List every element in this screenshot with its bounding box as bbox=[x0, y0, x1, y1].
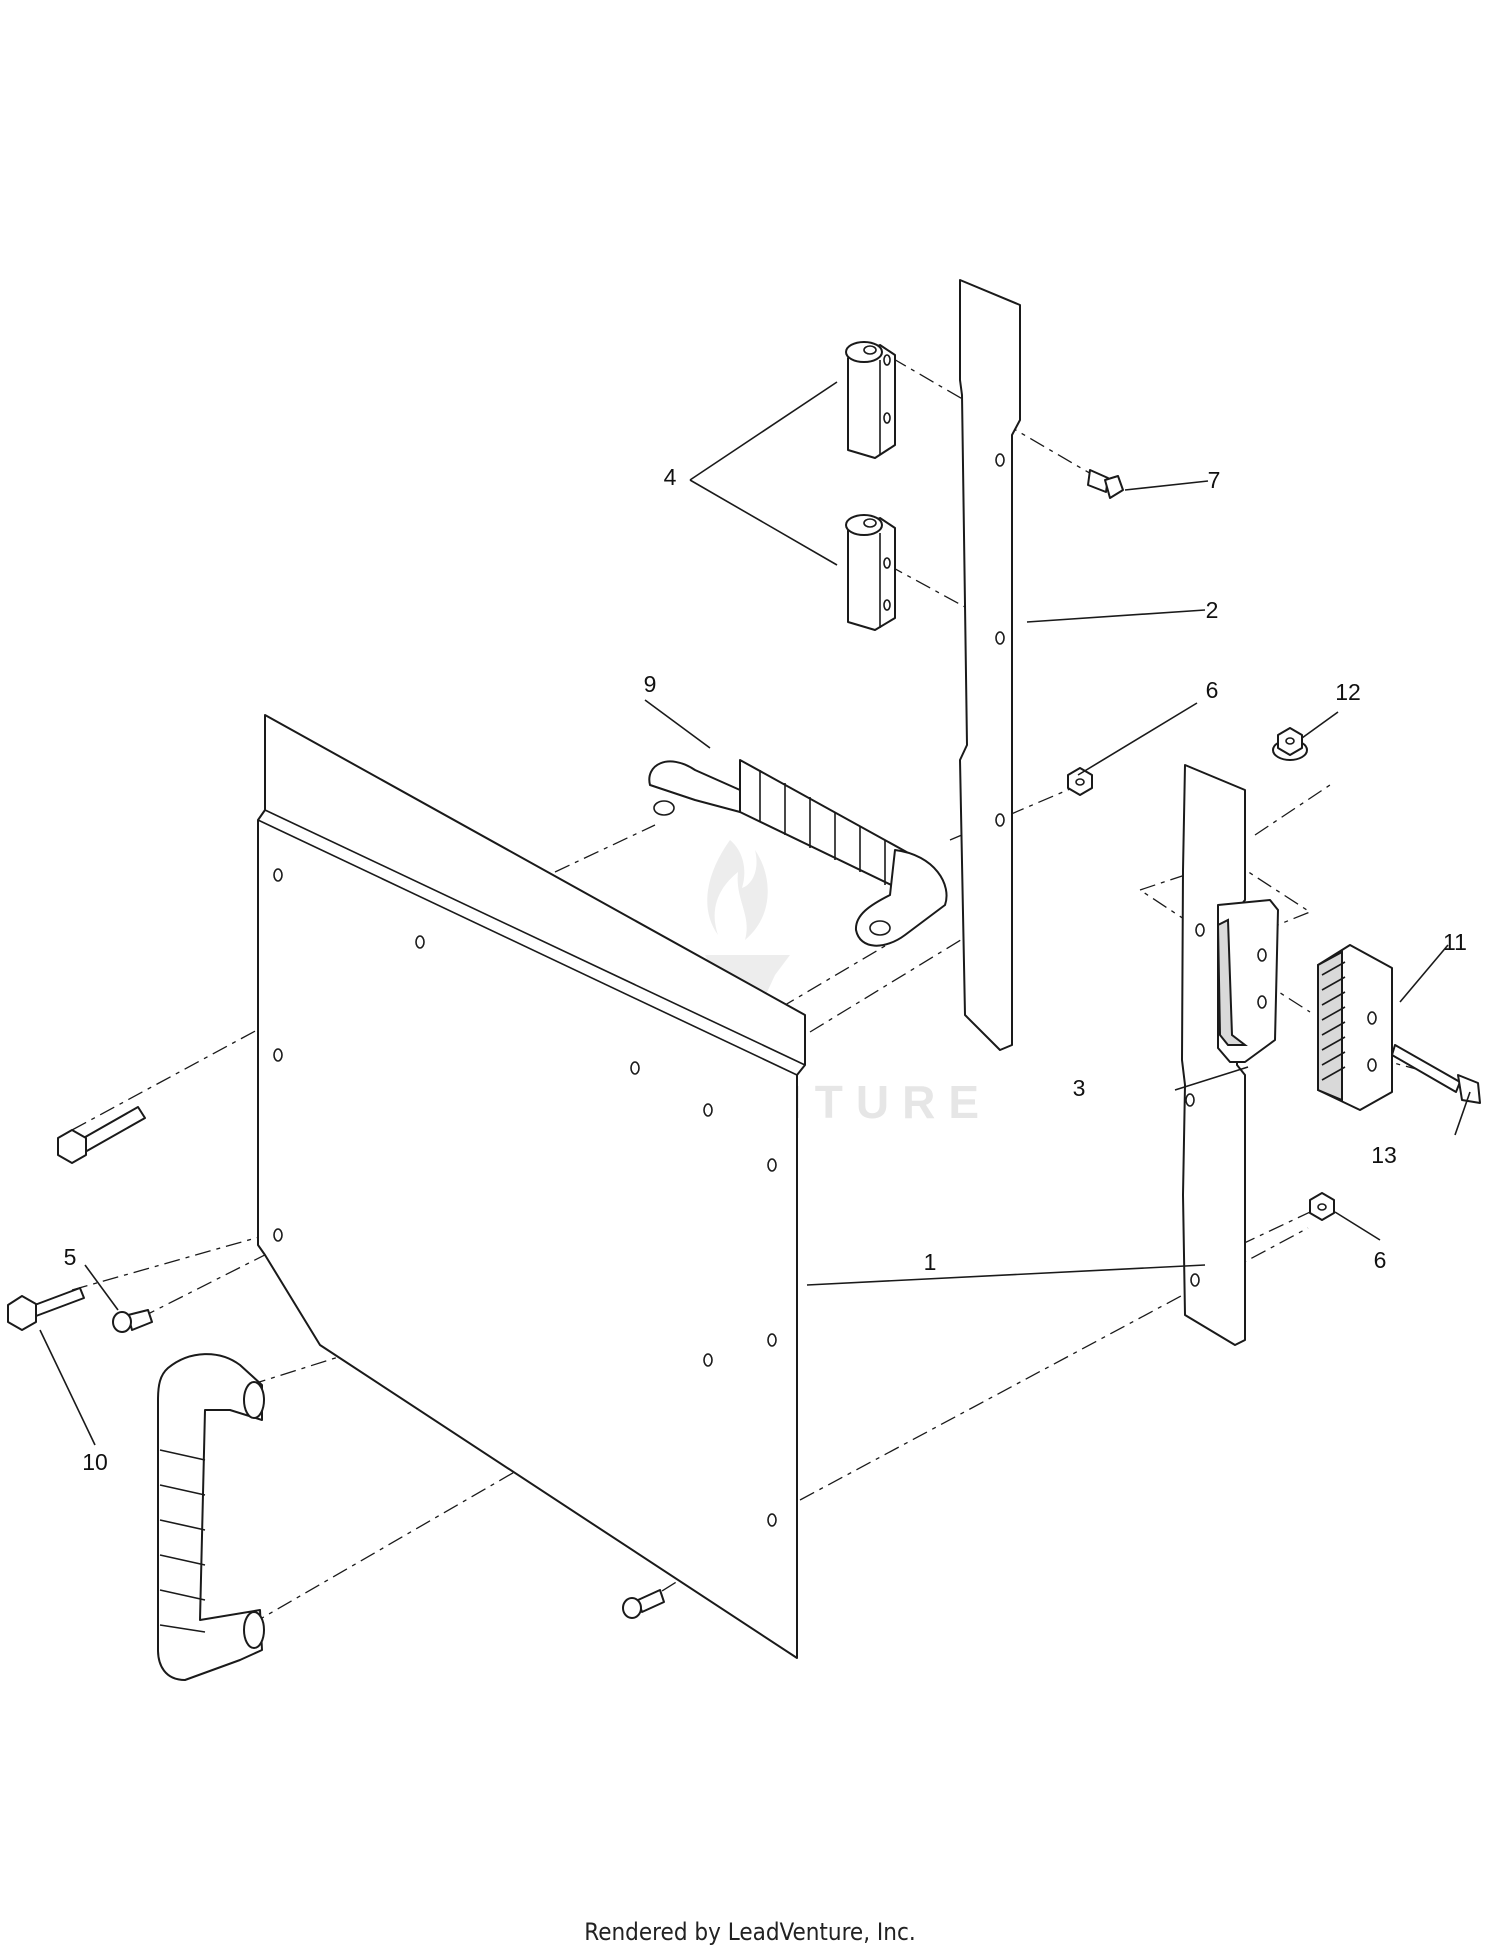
bracket-part-2 bbox=[959, 279, 1021, 1051]
callout-labels: 1 2 3 4 5 6 6 7 9 10 11 12 13 bbox=[64, 464, 1467, 1475]
nut-part-6-upper bbox=[1067, 767, 1093, 796]
render-credit: Rendered by LeadVenture, Inc. bbox=[584, 1918, 916, 1946]
handle-part-9 bbox=[648, 759, 948, 947]
spacer-block-part-4-upper bbox=[845, 341, 896, 459]
bolt-part-7 bbox=[1087, 469, 1124, 499]
callout-2: 2 bbox=[1206, 597, 1219, 623]
flange-nut-part-12 bbox=[1272, 727, 1308, 761]
callout-3: 3 bbox=[1073, 1075, 1086, 1101]
leader-lines bbox=[39, 381, 1471, 1446]
screw-part-5 bbox=[112, 1309, 153, 1333]
callout-13: 13 bbox=[1371, 1142, 1397, 1168]
bumper-part-11 bbox=[1317, 944, 1393, 1111]
callout-6-lower: 6 bbox=[1374, 1247, 1387, 1273]
callout-5: 5 bbox=[64, 1244, 77, 1270]
bolt-part-13 bbox=[1391, 1044, 1481, 1104]
callout-9: 9 bbox=[644, 671, 657, 697]
bolt-upper-left bbox=[57, 1106, 146, 1164]
callout-4: 4 bbox=[664, 464, 677, 490]
front-handle bbox=[157, 1353, 265, 1681]
callout-6-upper: 6 bbox=[1206, 677, 1219, 703]
bracket-part-3 bbox=[1181, 764, 1279, 1346]
callout-10: 10 bbox=[82, 1449, 108, 1475]
bolt-part-10 bbox=[7, 1287, 85, 1331]
panel-part-1 bbox=[257, 714, 806, 1659]
screw-lower-center bbox=[622, 1589, 665, 1619]
spacer-block-part-4-lower bbox=[845, 514, 896, 631]
nut-part-6-lower bbox=[1309, 1192, 1335, 1221]
callout-11: 11 bbox=[1443, 929, 1467, 955]
flame-logo-icon bbox=[707, 840, 768, 940]
callout-1: 1 bbox=[924, 1249, 937, 1275]
callout-7: 7 bbox=[1208, 467, 1221, 493]
callout-12: 12 bbox=[1335, 679, 1361, 705]
